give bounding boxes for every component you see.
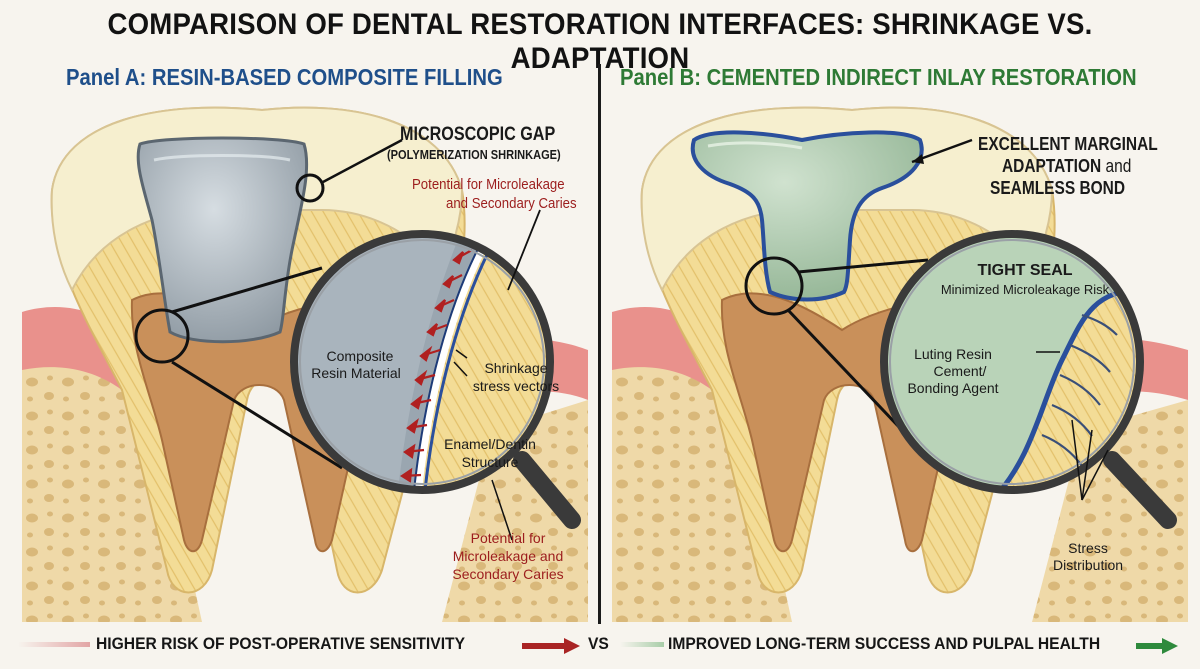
footer-right-text: IMPROVED LONG-TERM SUCCESS AND PULPAL HE…: [668, 634, 1101, 653]
panel-a-heading: Panel A: RESIN-BASED COMPOSITE FILLING: [66, 64, 503, 90]
cement-label-line3: Bonding Agent: [907, 380, 999, 396]
adaptation-line2-rest: and: [1101, 156, 1132, 176]
panel-b-illustration: [612, 106, 1188, 622]
tight-seal-label: TIGHT SEAL: [977, 262, 1073, 279]
gap-label-title: MICROSCOPIC GAP: [400, 124, 556, 145]
composite-label-line2: Resin Material: [311, 365, 401, 381]
ceramic-inlay: [690, 130, 924, 302]
gap-callout-circle: [295, 173, 325, 203]
adaptation-line2: ADAPTATION and: [1002, 156, 1131, 177]
footer-red-arrow: [522, 638, 580, 654]
magnifier-lens: [880, 230, 1144, 494]
cement-line: [990, 287, 1140, 490]
magnifier-handle: [1103, 451, 1177, 529]
microleakage-bottom-line1: Potential for: [470, 530, 546, 546]
footer-left-text: HIGHER RISK OF POST-OPERATIVE SENSITIVIT…: [96, 634, 466, 653]
magnified-area-circle: [744, 256, 804, 316]
enamel-label-line2: Structure: [461, 454, 519, 470]
adaptation-line3: SEAMLESS BOND: [990, 178, 1126, 198]
magnified-area-circle: [134, 308, 190, 364]
magnified-view: [884, 234, 1140, 490]
gap-label-sub: (POLYMERIZATION SHRINKAGE): [387, 147, 561, 162]
footer-green-arrow: [1136, 638, 1178, 654]
composite-filling: [136, 136, 309, 344]
panel-a-illustration: [22, 106, 588, 622]
footer-vs: VS: [588, 634, 609, 653]
microleakage-bottom-line3: Secondary Caries: [452, 566, 564, 582]
magnifier-handle: [513, 451, 581, 529]
shrinkage-label-line2: stress vectors: [472, 378, 560, 394]
page-title: COMPARISON OF DENTAL RESTORATION INTERFA…: [107, 8, 1093, 75]
panel-divider: [598, 64, 601, 624]
magnifier-lens: [290, 230, 554, 494]
footer-left-fade: [18, 642, 90, 647]
microleakage-top-line1: Potential for Microleakage: [412, 176, 565, 193]
shrinkage-arrows: [399, 249, 473, 483]
microleakage-bottom-line2: Microleakage and: [452, 548, 564, 564]
adaptation-line1: EXCELLENT MARGINAL: [978, 134, 1158, 154]
tight-seal-sub: Minimized Microleakage Risk: [940, 282, 1110, 297]
shrinkage-label-line1: Shrinkage: [484, 360, 548, 376]
composite-label-line1: Composite: [326, 348, 394, 364]
adaptation-line2-bold: ADAPTATION: [1002, 156, 1102, 176]
microleakage-top-line2: and Secondary Caries: [446, 195, 577, 212]
panel-b-heading: Panel B: CEMENTED INDIRECT INLAY RESTORA…: [620, 64, 1137, 90]
footer-right-fade: [620, 642, 664, 647]
stress-label-line2: Distribution: [1052, 557, 1124, 573]
cement-label-line1: Luting Resin: [914, 346, 992, 362]
magnified-view: [294, 234, 550, 490]
cement-label-line2: Cement/: [933, 363, 987, 379]
stress-label-line1: Stress: [1068, 540, 1108, 556]
enamel-label-line1: Enamel/Dentin: [444, 436, 536, 452]
